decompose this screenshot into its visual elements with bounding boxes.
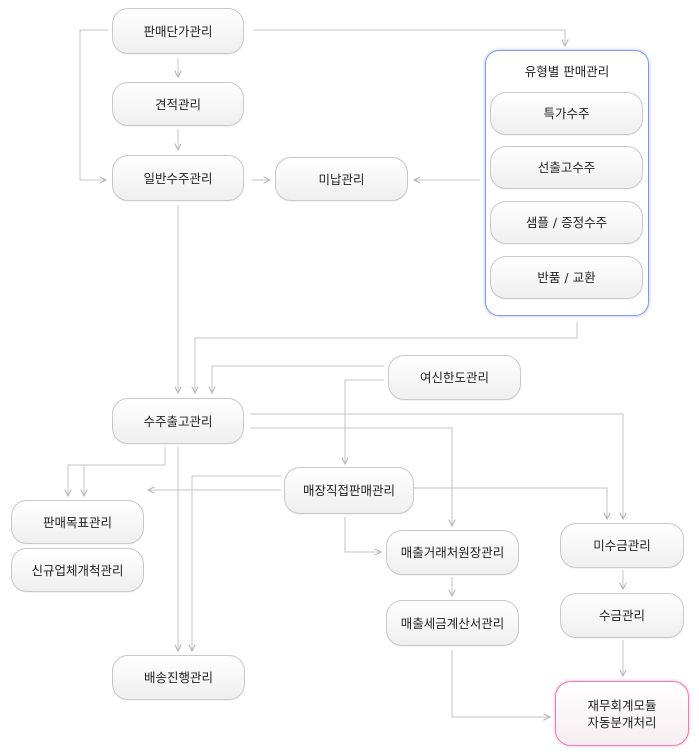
node-return-exchange: 반품 / 교환 [490, 256, 643, 299]
node-sales-ledger: 매출거래처원장관리 [386, 530, 519, 575]
node-credit-limit: 여신한도관리 [388, 355, 521, 400]
node-new-vendor: 신규업체개척관리 [11, 548, 144, 592]
node-sample-gift-order: 샘플 / 증정수주 [490, 201, 643, 244]
finance-line-1: 재무회계모듈 [587, 697, 657, 713]
arrow-shipment-to-ledger [250, 427, 452, 526]
arrow-price-to-type-group [253, 29, 565, 46]
arrow-store-to-delivery [192, 475, 281, 651]
node-unpaid: 미납관리 [275, 157, 408, 201]
node-collection: 수금관리 [560, 593, 684, 638]
arrow-credit-to-shipment [212, 365, 384, 393]
node-receivables: 미수금관리 [560, 523, 684, 568]
node-order-shipment: 수주출고관리 [112, 398, 244, 444]
arrow-shipment-to-target-b [84, 464, 165, 496]
node-estimate: 견적관리 [112, 82, 244, 126]
node-tax-invoice: 매출세금계산서관리 [386, 600, 519, 646]
node-delivery: 배송진행관리 [112, 655, 245, 700]
node-special-order: 특가수주 [490, 92, 643, 135]
arrow-shipment-to-target-a [68, 447, 166, 496]
node-sales-target: 판매목표관리 [11, 500, 144, 544]
type-sales-group-title: 유형별 판매관리 [524, 64, 610, 79]
node-pre-shipment-order: 선출고수주 [490, 146, 643, 189]
node-store-direct-sales: 매장직접판매관리 [284, 467, 414, 514]
arrow-store-to-receivables [414, 487, 607, 519]
arrow-type-to-shipment [195, 322, 578, 393]
node-general-order: 일반수주관리 [112, 155, 244, 201]
arrow-credit-to-store [345, 379, 384, 464]
node-sales-price: 판매단가관리 [112, 8, 244, 54]
arrow-store-to-ledger [344, 517, 381, 552]
arrow-invoice-to-finance [451, 650, 550, 717]
arrow-price-loop-to-order [79, 29, 108, 180]
node-finance-auto-journal: 재무회계모듈 자동분개처리 [555, 681, 689, 746]
arrow-shipment-to-receivables [250, 413, 623, 519]
finance-line-2: 자동분개처리 [587, 714, 657, 730]
